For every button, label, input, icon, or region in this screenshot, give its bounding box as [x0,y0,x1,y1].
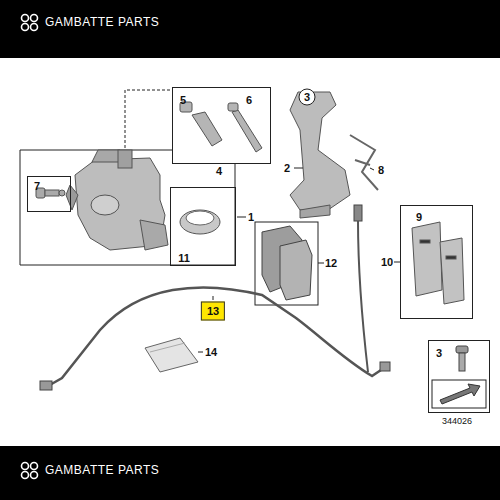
group-frame [20,150,235,265]
callout-number: 11 [178,253,190,264]
brake-pad [262,226,312,300]
callout-number: 5 [180,95,186,106]
watermark: GAMBATTE PARTS [45,464,159,476]
callout-number: 6 [246,95,252,106]
leader-line [213,296,214,300]
watermark: GAMBATTE PARTS [45,16,159,28]
callout-number: 13 [201,302,225,321]
callout-number: 10 [381,257,393,268]
caliper-carrier [290,92,350,218]
callout-number: 14 [205,347,217,358]
caliper-housing [66,150,168,250]
detail-box: 7 [27,176,71,212]
callout-number: 1 [248,212,254,223]
logo-icon [22,15,38,31]
detail-box: 9 [400,205,473,319]
screw-icon [456,346,468,371]
detail-box: 56 [172,87,271,164]
group-frame [255,222,318,305]
logo-icon [22,463,38,479]
bottom-bar [0,446,500,500]
piston-seal [180,210,220,234]
top-bar [0,0,500,58]
brake-hose [40,287,390,390]
callout-number: 3 [304,92,310,103]
diagram-number: 344026 [442,417,472,426]
callout-number: 2 [284,163,290,174]
callout-circle [299,89,315,105]
detail-box: 11 [170,187,236,266]
callout-number: 12 [325,258,337,269]
callout-number: 3 [436,348,442,359]
grease-packet [145,338,198,372]
callout-number: 9 [416,212,422,223]
callout-number: 7 [34,181,40,192]
arrow-icon [432,380,486,408]
guide-bolt-set [180,102,262,152]
detail-box: 3 [428,340,490,413]
bleed-screw [36,188,65,198]
leader-line [294,168,303,169]
leader-line [318,263,324,264]
leader-line [370,168,374,170]
leader-line [198,352,203,353]
anti-rattle-spring [350,135,378,190]
callout-number: 4 [216,166,222,177]
leader-line [237,217,246,218]
callout-number: 8 [378,165,384,176]
pad-clip [412,222,464,304]
dashed-link [125,90,172,148]
wear-sensor [354,205,368,372]
